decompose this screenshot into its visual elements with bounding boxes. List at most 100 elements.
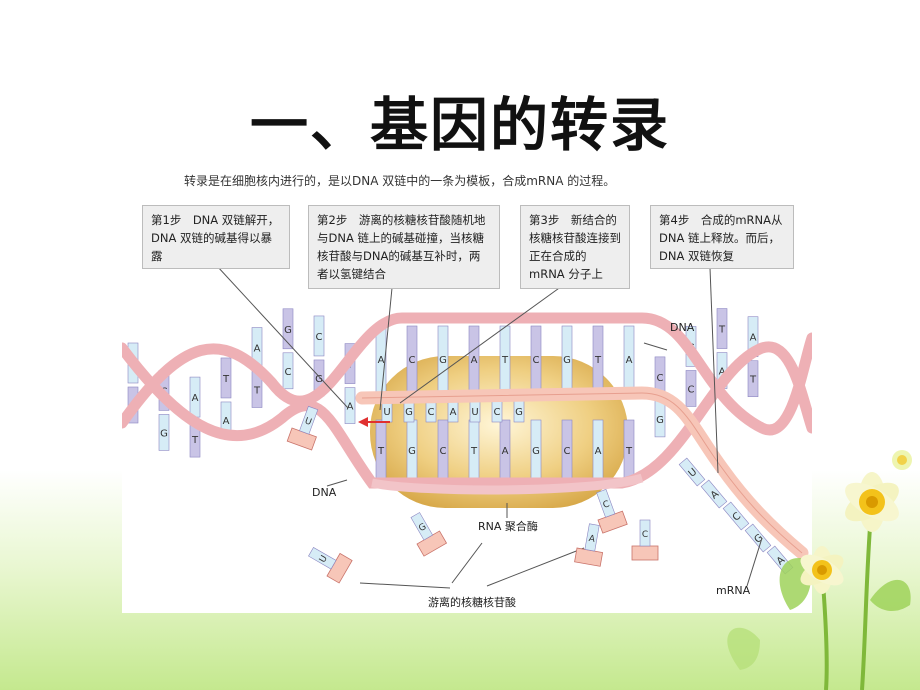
base-bottom-20: T bbox=[747, 360, 759, 398]
svg-text:A: A bbox=[254, 344, 261, 355]
base-bottom-7: A bbox=[344, 387, 356, 424]
svg-text:G: G bbox=[515, 407, 523, 418]
dna-strand-inner bbox=[371, 473, 644, 495]
base-bottom-18: C bbox=[685, 370, 697, 407]
base-top-12: T bbox=[499, 325, 511, 393]
svg-text:U: U bbox=[471, 407, 478, 418]
svg-text:G: G bbox=[656, 415, 664, 426]
svg-text:A: A bbox=[192, 393, 199, 404]
svg-text:T: T bbox=[470, 446, 478, 457]
base-top-5: G bbox=[282, 308, 294, 350]
step-1-text: 第1步 DNA 双链解开，DNA 双链的碱基得以暴露 bbox=[151, 213, 280, 263]
flower-2 bbox=[800, 546, 844, 594]
svg-text:C: C bbox=[688, 384, 695, 395]
svg-text:C: C bbox=[316, 332, 323, 343]
base-mrna-5: C bbox=[491, 399, 503, 423]
base-bottom-12: A bbox=[499, 419, 511, 481]
svg-text:U: U bbox=[303, 416, 313, 428]
base-top-11: A bbox=[468, 325, 480, 393]
svg-text:T: T bbox=[222, 374, 230, 385]
base-bottom-1: G bbox=[158, 414, 170, 451]
svg-text:C: C bbox=[564, 446, 571, 457]
flower-bud bbox=[892, 450, 912, 470]
step-3-box: 第3步 新结合的核糖核苷酸连接到正在合成的mRNA 分子上 bbox=[520, 205, 630, 289]
base-mrna-4: U bbox=[469, 399, 481, 423]
base-top-13: C bbox=[530, 325, 542, 393]
transcription-diagram: GCCGATTAATGCCGTAATCGGCATTACGGCTAATCGGCTA… bbox=[122, 265, 812, 589]
base-top-3: T bbox=[220, 357, 232, 399]
free-nucleotide-5: C bbox=[596, 489, 628, 534]
svg-text:T: T bbox=[377, 446, 385, 457]
callout-line-1 bbox=[216, 265, 349, 409]
base-bottom-13: G bbox=[530, 419, 542, 481]
svg-text:C: C bbox=[494, 407, 501, 418]
step-4-text: 第4步 合成的mRNA从DNA 链上释放。而后，DNA 双链恢复 bbox=[659, 213, 783, 263]
label-mrna: mRNA bbox=[716, 584, 751, 597]
label-dna-top: DNA bbox=[670, 321, 695, 334]
base-mrna-10: G bbox=[744, 523, 772, 553]
svg-text:C: C bbox=[642, 530, 648, 540]
svg-text:C: C bbox=[533, 355, 540, 366]
svg-text:T: T bbox=[253, 386, 261, 397]
svg-text:C: C bbox=[285, 367, 292, 378]
base-top-14: G bbox=[561, 325, 573, 393]
svg-text:G: G bbox=[532, 446, 540, 457]
callout-line-free-2 bbox=[451, 542, 483, 584]
svg-text:C: C bbox=[602, 499, 611, 511]
base-top-15: T bbox=[592, 325, 604, 393]
base-bottom-8: T bbox=[375, 419, 387, 481]
free-nucleotide-0: U bbox=[308, 547, 353, 584]
svg-text:T: T bbox=[749, 375, 757, 386]
svg-text:C: C bbox=[428, 407, 435, 418]
base-top-8: A bbox=[375, 325, 387, 393]
base-top-9: C bbox=[406, 325, 418, 393]
svg-text:A: A bbox=[595, 446, 602, 457]
svg-text:A: A bbox=[626, 355, 633, 366]
svg-text:G: G bbox=[405, 407, 413, 418]
svg-text:T: T bbox=[625, 446, 633, 457]
callout-line-free-1 bbox=[359, 582, 451, 589]
svg-text:T: T bbox=[191, 435, 199, 446]
svg-text:G: G bbox=[439, 355, 447, 366]
figure-caption: 转录是在细胞核内进行的，是以DNA 双链中的一条为模板，合成mRNA 的过程。 bbox=[184, 174, 616, 188]
free-nucleotide-3: C bbox=[631, 519, 659, 561]
base-bottom-10: C bbox=[437, 419, 449, 481]
svg-text:G: G bbox=[417, 522, 428, 534]
svg-text:G: G bbox=[315, 374, 323, 385]
callout-line-free-3 bbox=[486, 547, 585, 587]
callout-line-dna-top bbox=[643, 342, 668, 351]
base-mrna-7: U bbox=[678, 457, 706, 487]
svg-text:C: C bbox=[409, 355, 416, 366]
svg-text:U: U bbox=[383, 407, 390, 418]
free-nucleotide-2: A bbox=[574, 523, 604, 567]
callout-line-mrna bbox=[746, 537, 763, 587]
svg-text:A: A bbox=[750, 333, 757, 344]
base-bottom-16: T bbox=[623, 419, 635, 481]
svg-text:T: T bbox=[718, 325, 726, 336]
flower-1 bbox=[845, 472, 899, 532]
free-nucleotide-4: U bbox=[286, 405, 319, 451]
callout-line-4 bbox=[709, 267, 719, 474]
svg-text:A: A bbox=[223, 416, 230, 427]
base-bottom-15: A bbox=[592, 419, 604, 481]
base-bottom-5: C bbox=[282, 352, 294, 390]
base-mrna-3: A bbox=[447, 399, 459, 423]
svg-text:A: A bbox=[378, 355, 385, 366]
base-top-19: T bbox=[716, 308, 728, 349]
base-mrna-8: A bbox=[700, 479, 728, 509]
label-free-nucleotides: 游离的核糖核苷酸 bbox=[428, 596, 516, 609]
step-3-text: 第3步 新结合的核糖核苷酸连接到正在合成的mRNA 分子上 bbox=[529, 213, 621, 281]
svg-text:G: G bbox=[563, 355, 571, 366]
svg-text:T: T bbox=[594, 355, 602, 366]
base-top-6: C bbox=[313, 315, 325, 357]
label-rna-polymerase: RNA 聚合酶 bbox=[478, 520, 538, 533]
svg-text:A: A bbox=[450, 407, 457, 418]
direction-arrowhead bbox=[358, 417, 368, 427]
base-top-10: G bbox=[437, 325, 449, 393]
label-dna-left: DNA bbox=[312, 486, 337, 499]
base-bottom-9: G bbox=[406, 419, 418, 481]
svg-text:G: G bbox=[160, 428, 168, 439]
callout-line-3 bbox=[399, 285, 563, 404]
